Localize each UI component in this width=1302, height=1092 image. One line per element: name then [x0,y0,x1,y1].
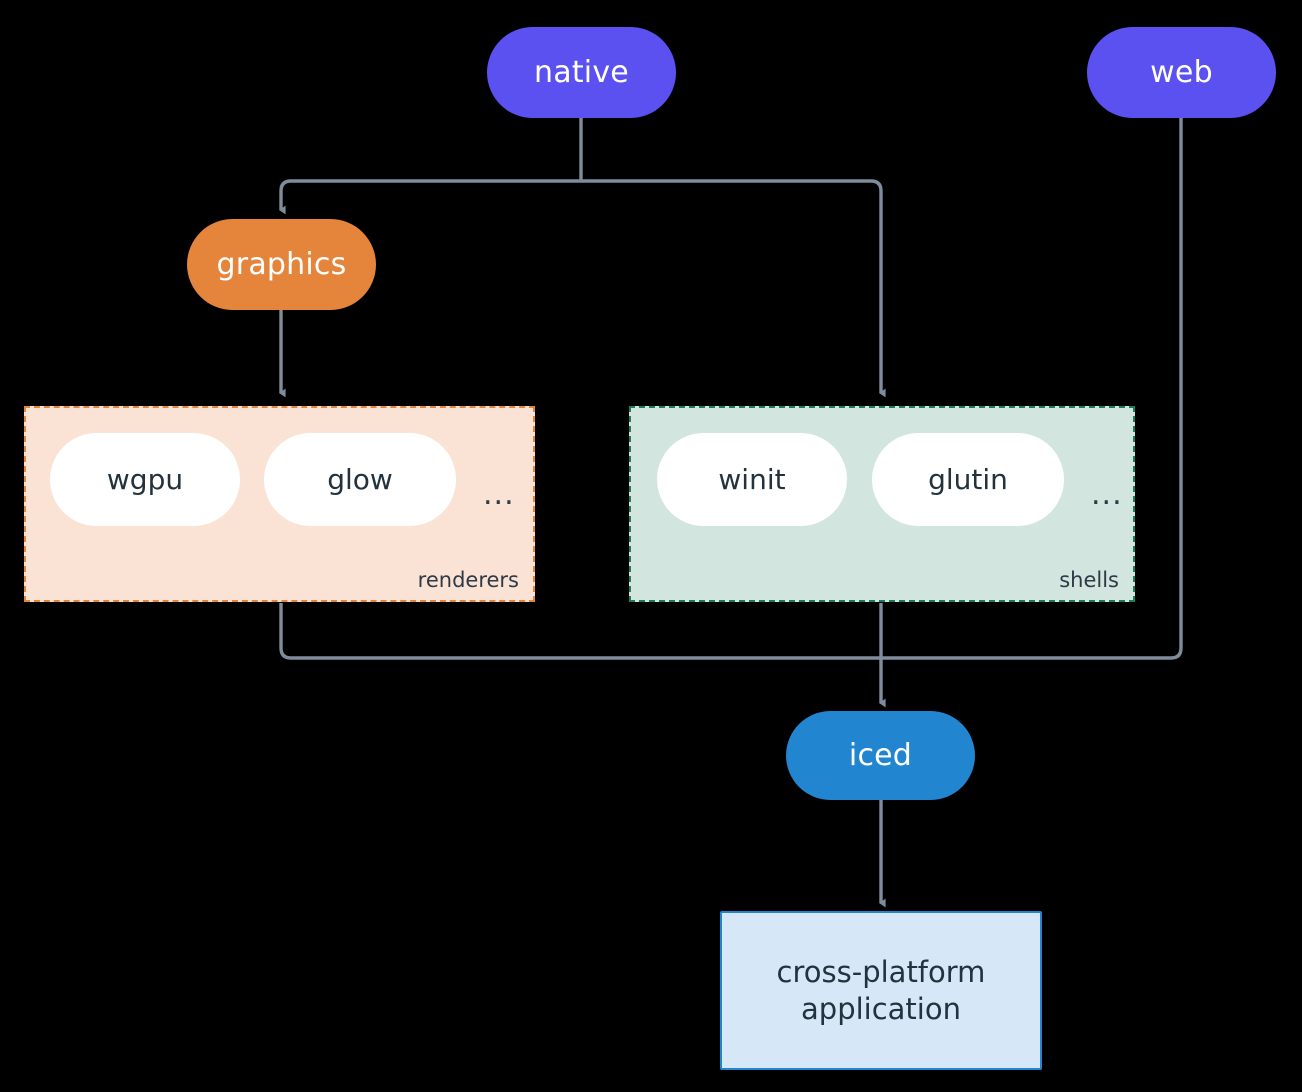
chip-glutin[interactable]: glutin [872,433,1064,526]
group-shells: winit glutin ... shells [629,406,1135,602]
node-graphics[interactable]: graphics [187,219,376,310]
edge-renderers-to-iced [279,603,881,660]
chip-glow-label: glow [327,463,393,496]
chip-winit[interactable]: winit [657,433,847,526]
node-web[interactable]: web [1087,27,1276,118]
node-native[interactable]: native [487,27,676,118]
application-label-line2: application [801,991,961,1026]
group-renderers: wgpu glow ... renderers [24,406,535,602]
chip-wgpu-label: wgpu [106,463,184,496]
shells-more-ellipsis: ... [1091,477,1123,512]
node-native-label: native [534,54,629,90]
edge-native-to-graphics [278,179,581,215]
node-iced-label: iced [848,737,913,773]
application-label-line1: cross-platform [776,955,986,990]
chip-winit-label: winit [718,463,786,496]
renderers-more-ellipsis: ... [483,477,515,512]
node-web-label: web [1150,54,1213,90]
node-cross-platform-application[interactable]: cross-platform application [720,911,1042,1070]
chip-wgpu[interactable]: wgpu [50,433,240,526]
group-renderers-label: renderers [417,568,519,592]
chip-glow[interactable]: glow [264,433,456,526]
group-shells-label: shells [1059,568,1119,592]
node-iced[interactable]: iced [786,711,975,800]
chip-glutin-label: glutin [928,463,1008,496]
edge-native-to-shells [581,179,886,398]
node-graphics-label: graphics [216,246,347,282]
